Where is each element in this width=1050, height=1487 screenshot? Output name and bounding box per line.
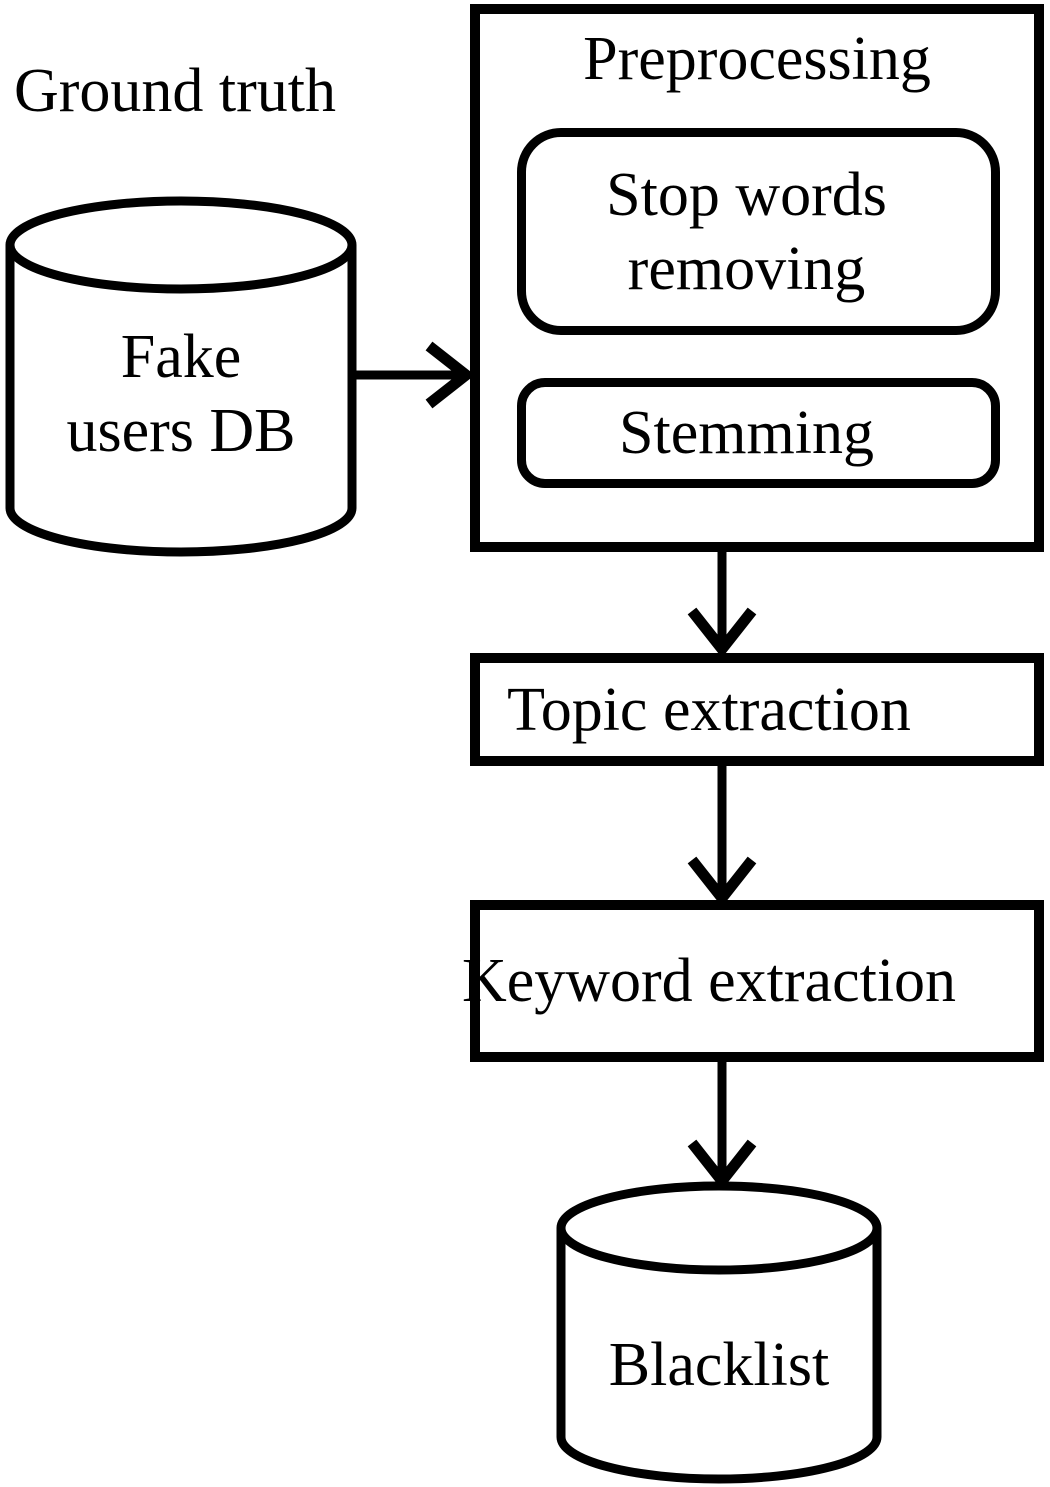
stop-words-box: Stop words removing	[517, 128, 1000, 335]
cylinder-body	[5, 245, 357, 557]
blacklist-label: Blacklist	[608, 1331, 830, 1399]
stemming-label: Stemming	[619, 399, 874, 467]
keyword-extraction-box: Keyword extraction	[462, 900, 1044, 1062]
fake-users-db-label: Fake users DB	[66, 323, 296, 465]
topic-extraction-label: Topic extraction	[507, 675, 911, 744]
arrow-db-to-preprocessing	[352, 341, 475, 409]
keyword-extraction-label: Keyword extraction	[461, 947, 957, 1015]
cylinder-top	[5, 196, 357, 294]
preprocessing-title: Preprocessing	[583, 25, 931, 93]
stemming-box: Stemming	[517, 378, 1000, 488]
cylinder-body	[556, 1228, 882, 1484]
cylinder-top	[556, 1181, 882, 1275]
fake-users-db-cylinder	[5, 196, 357, 557]
arrow-preprocessing-to-topic	[687, 552, 757, 658]
ground-truth-label: Ground truth	[13, 57, 337, 125]
blacklist-cylinder	[556, 1181, 882, 1484]
arrow-keyword-to-blacklist	[687, 1062, 757, 1190]
stop-words-label: Stop words removing	[606, 160, 887, 303]
arrow-topic-to-keyword	[687, 766, 757, 907]
topic-extraction-box: Topic extraction	[470, 653, 1044, 766]
